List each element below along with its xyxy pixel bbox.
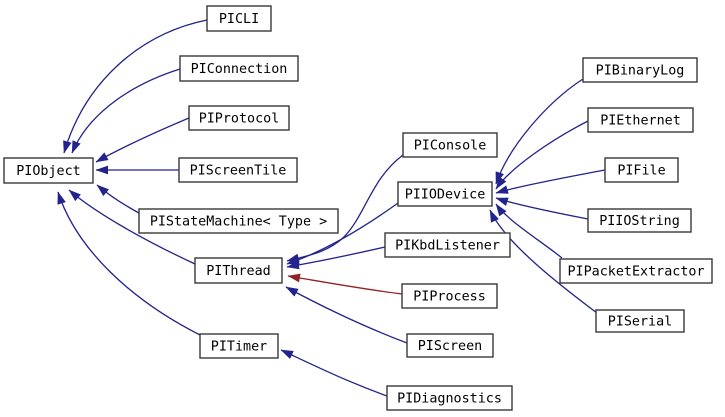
- node-piscreen[interactable]: PIScreen: [406, 333, 494, 358]
- edge-piiostring-piiodevice: [495, 197, 589, 220]
- node-pitimer-label: PITimer: [211, 340, 267, 355]
- node-piconnection[interactable]: PIConnection: [179, 55, 299, 82]
- edge-picli-piobject: [63, 19, 208, 154]
- node-pibinarylog-box: [582, 57, 698, 83]
- node-piserial-box: [595, 309, 685, 333]
- edge-pidiagnostics-pitimer: [280, 349, 388, 397]
- node-piserial-label: PISerial: [608, 315, 673, 330]
- node-piserial[interactable]: PISerial: [595, 309, 685, 333]
- node-piiodevice-label: PIIODevice: [405, 188, 486, 203]
- node-piscreen-box: [406, 333, 494, 358]
- node-pithread[interactable]: PIThread: [194, 257, 283, 284]
- node-pifile-label: PIFile: [617, 164, 665, 179]
- node-piscreentile[interactable]: PIScreenTile: [178, 157, 298, 183]
- edge-pitimer-piobject: [57, 191, 203, 337]
- edge-piscreen-pithread: [285, 286, 408, 344]
- node-piscreentile-box: [178, 157, 298, 183]
- node-piprotocol-label: PIProtocol: [199, 112, 280, 127]
- node-pikbdlistener-label: PIKbdListener: [395, 239, 500, 254]
- node-piobject[interactable]: PIObject: [3, 157, 94, 184]
- node-pifile[interactable]: PIFile: [604, 157, 679, 183]
- node-pidiagnostics-box: [386, 385, 513, 411]
- edge-piserial-piiodevice: [489, 209, 598, 314]
- node-pitimer[interactable]: PITimer: [199, 333, 279, 359]
- node-piprotocol[interactable]: PIProtocol: [188, 105, 290, 131]
- node-piethernet[interactable]: PIEthernet: [587, 107, 694, 133]
- node-piprocess-label: PIProcess: [413, 290, 486, 305]
- node-piethernet-box: [587, 107, 694, 133]
- edge-piethernet-piiodevice: [495, 120, 589, 190]
- edge-pipacketextractor-piiodevice: [495, 203, 563, 259]
- node-pikbdlistener[interactable]: PIKbdListener: [384, 232, 511, 258]
- node-piiostring[interactable]: PIIOString: [587, 208, 692, 233]
- node-pipacketextractor-label: PIPacketExtractor: [567, 265, 704, 280]
- edge-layer: [57, 19, 606, 397]
- edge-pithread-piobject: [68, 189, 196, 265]
- node-piconnection-box: [179, 55, 299, 82]
- edge-pikbdlistener-pithread: [286, 246, 386, 270]
- edge-piprocess-pithread: [287, 273, 403, 295]
- node-pithread-box: [194, 257, 283, 284]
- node-piscreen-label: PIScreen: [418, 339, 483, 354]
- node-pikbdlistener-box: [384, 232, 511, 258]
- node-piprocess[interactable]: PIProcess: [401, 283, 498, 309]
- node-pistatemachine-label: PIStateMachine< Type >: [150, 215, 327, 230]
- edge-pistatemachine-piobject: [96, 184, 140, 214]
- node-piobject-label: PIObject: [16, 164, 81, 179]
- node-piiodevice[interactable]: PIIODevice: [397, 181, 493, 207]
- node-pipacketextractor-box: [559, 258, 713, 284]
- node-picli-label: PICLI: [219, 12, 259, 27]
- node-piethernet-label: PIEthernet: [600, 114, 681, 129]
- node-pibinarylog-label: PIBinaryLog: [596, 64, 685, 79]
- node-piobject-box: [3, 157, 94, 184]
- node-pipacketextractor[interactable]: PIPacketExtractor: [559, 258, 713, 284]
- node-piiodevice-box: [397, 181, 493, 207]
- node-pitimer-box: [199, 333, 279, 359]
- node-piconsole-box: [402, 132, 498, 158]
- node-pidiagnostics[interactable]: PIDiagnostics: [386, 385, 513, 411]
- node-picli-box: [206, 5, 272, 32]
- edge-piprotocol-piobject: [95, 117, 190, 163]
- node-piiostring-label: PIIOString: [599, 214, 680, 229]
- node-piprocess-box: [401, 283, 498, 309]
- edge-piconnection-piobject: [71, 68, 181, 154]
- edge-pifile-piiodevice: [495, 169, 606, 194]
- node-pistatemachine-box: [138, 208, 339, 234]
- node-piiostring-box: [587, 208, 692, 233]
- node-pifile-box: [604, 157, 679, 183]
- node-piconsole[interactable]: PIConsole: [402, 132, 498, 158]
- node-picli[interactable]: PICLI: [206, 5, 272, 32]
- node-piprotocol-box: [188, 105, 290, 131]
- edge-piiodevice-pithread: [286, 202, 399, 265]
- edge-pibinarylog-piiodevice: [495, 78, 584, 185]
- node-piconnection-label: PIConnection: [191, 62, 288, 77]
- node-piconsole-label: PIConsole: [414, 139, 487, 154]
- node-pistatemachine[interactable]: PIStateMachine< Type >: [138, 208, 339, 234]
- node-pidiagnostics-label: PIDiagnostics: [397, 392, 502, 407]
- node-pibinarylog[interactable]: PIBinaryLog: [582, 57, 698, 83]
- node-pithread-label: PIThread: [206, 264, 271, 279]
- node-piscreentile-label: PIScreenTile: [190, 164, 287, 179]
